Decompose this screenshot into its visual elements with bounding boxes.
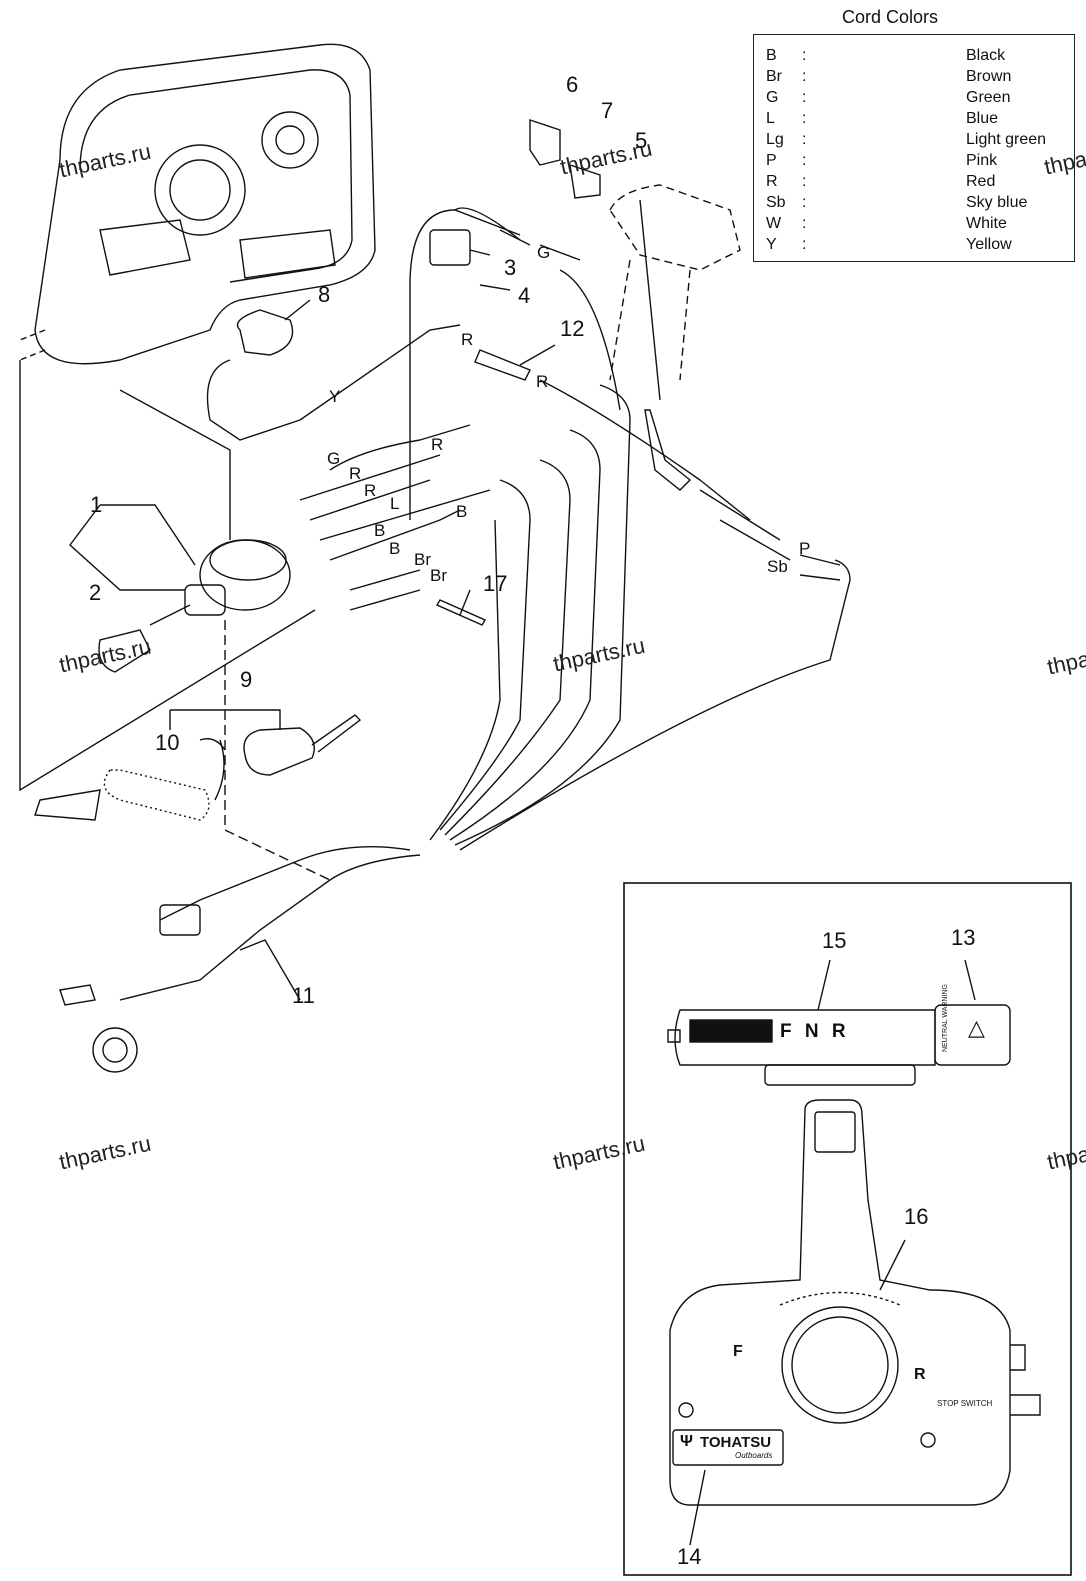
legend-name: Green	[966, 89, 1011, 106]
legend-code: R	[766, 173, 778, 190]
wire-label-g: G	[537, 243, 551, 262]
leader-lines	[19, 249, 556, 881]
wire-label-b: B	[456, 502, 468, 521]
stop-switch-label: STOP SWITCH	[937, 1399, 993, 1408]
wire-label-b: B	[374, 521, 386, 540]
wire-label-p: P	[799, 539, 811, 558]
neutral-scale: F N R	[780, 1021, 850, 1042]
brand-sub: Outboards	[735, 1451, 773, 1460]
key-switch	[98, 539, 291, 673]
remote-control-box	[669, 1099, 1041, 1546]
legend-row: G: Green	[754, 89, 1074, 110]
legend-colon: :	[802, 236, 807, 253]
wire-label-g: G	[327, 449, 341, 468]
legend-name: Red	[966, 173, 996, 190]
callout-5: 5	[635, 128, 648, 153]
engine-housing	[19, 43, 376, 365]
wire-label-r: R	[349, 464, 362, 483]
legend-row: Lg: Light green	[754, 131, 1074, 152]
legend-colon: :	[802, 68, 807, 85]
legend-row: Br: Brown	[754, 68, 1074, 89]
legend-name: Blue	[966, 110, 999, 127]
reverse-mark: R	[914, 1366, 926, 1383]
legend-code: L	[766, 110, 775, 127]
callout-10: 10	[155, 730, 180, 755]
wire-label-r: R	[461, 330, 474, 349]
callout-14: 14	[677, 1544, 702, 1569]
callout-11: 11	[292, 983, 315, 1008]
warning-triangle-icon: △	[968, 1015, 985, 1040]
inset-frame	[623, 882, 1072, 1576]
legend-code: G	[766, 89, 779, 106]
legend-colon: :	[802, 152, 807, 169]
tohatsu-logo-icon: Ψ	[680, 1433, 693, 1450]
wire-label-b: B	[389, 539, 401, 558]
neutral-indicator	[667, 959, 1011, 1086]
wire-label-br: Br	[414, 550, 431, 569]
legend-row: P: Pink	[754, 152, 1074, 173]
cord-colors-legend: B: Black Br: Brown G: Green L: Blue Lg: Light…	[753, 34, 1075, 262]
legend-row: W: White	[754, 215, 1074, 236]
brand-logo: TOHATSU	[700, 1434, 772, 1451]
wire-label-r: R	[431, 435, 444, 454]
legend-row: Y: Yellow	[754, 236, 1074, 257]
legend-colon: :	[802, 215, 807, 232]
legend-colon: :	[802, 173, 807, 190]
legend-code: P	[766, 152, 777, 169]
legend-name: Yellow	[966, 236, 1012, 253]
neutral-warning-label: NEUTRAL WARNING	[942, 984, 949, 1052]
callout-8: 8	[318, 282, 331, 307]
legend-code: Br	[766, 68, 782, 85]
wire-harness	[59, 384, 851, 1073]
legend-name: Light green	[966, 131, 1047, 148]
legend-code: Lg	[766, 131, 784, 148]
tie-strap	[435, 599, 487, 626]
callout-1: 1	[90, 492, 103, 517]
legend-code: W	[766, 215, 782, 232]
wire-label-y: Y	[329, 387, 341, 406]
legend-name: Pink	[966, 152, 998, 169]
callout-2: 2	[89, 580, 102, 605]
callout-16: 16	[904, 1204, 929, 1229]
legend-name: Black	[966, 47, 1006, 64]
legend-name: White	[966, 215, 1007, 232]
wire-label-br: Br	[430, 566, 447, 585]
legend-name: Sky blue	[966, 194, 1028, 211]
wire-leads	[206, 207, 841, 611]
callout-17: 17	[483, 571, 508, 596]
kill-switch	[34, 714, 362, 821]
legend-row: Sb: Sky blue	[754, 194, 1074, 215]
legend-colon: :	[802, 131, 807, 148]
wire-label-r: R	[536, 372, 549, 391]
legend-colon: :	[802, 194, 807, 211]
legend-row: L: Blue	[754, 110, 1074, 131]
legend-name: Brown	[966, 68, 1012, 85]
legend-colon: :	[802, 89, 807, 106]
wire-label-r: R	[364, 481, 377, 500]
callout-4: 4	[518, 283, 531, 308]
callout-9: 9	[240, 667, 253, 692]
callout-13: 13	[951, 925, 976, 950]
legend-colon: :	[802, 110, 807, 127]
legend-title: Cord Colors	[842, 7, 939, 27]
wire-label-sb: Sb	[767, 557, 788, 576]
callout-12: 12	[560, 316, 585, 341]
legend-code: Y	[766, 236, 777, 253]
legend-row: R: Red	[754, 173, 1074, 194]
legend-row: B: Black	[754, 47, 1074, 68]
legend-colon: :	[802, 47, 807, 64]
legend-code: Sb	[766, 194, 786, 211]
callout-3: 3	[504, 255, 517, 280]
legend-code: B	[766, 47, 777, 64]
callout-7: 7	[601, 98, 614, 123]
forward-mark: F	[733, 1343, 743, 1360]
wire-label-l: L	[390, 494, 400, 513]
callout-6: 6	[566, 72, 579, 97]
throttle-arm	[529, 119, 741, 491]
callout-15: 15	[822, 928, 847, 953]
